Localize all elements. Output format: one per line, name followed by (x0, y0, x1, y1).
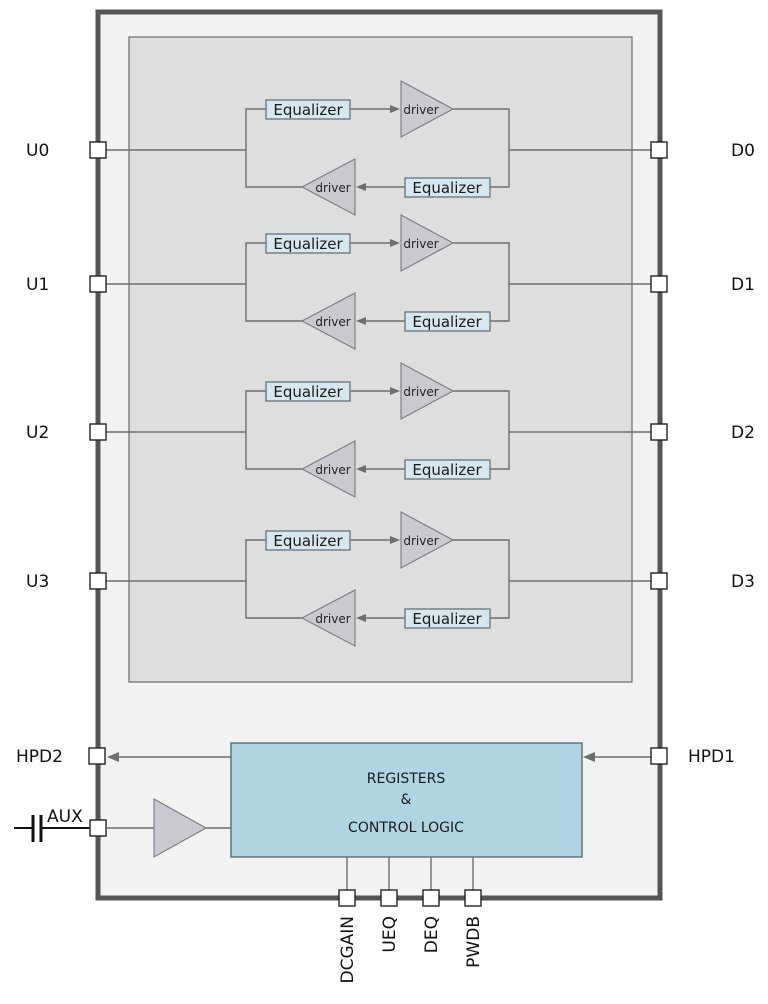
bottom-pin-2: DEQ (422, 857, 442, 953)
driver-triangle-icon (400, 80, 455, 138)
control-pin-label: UEQ (380, 916, 400, 953)
arrow-left-icon (356, 614, 366, 622)
control-pin (380, 889, 398, 907)
control-label-ampersand: & (401, 792, 412, 808)
left-pin (89, 141, 107, 159)
equalizer-label: Equalizer (273, 235, 343, 253)
lane-left-junction-wire (245, 242, 302, 322)
hpd2-label: HPD2 (16, 747, 63, 767)
driver-triangle-icon (300, 158, 356, 216)
right-pin-label: D3 (731, 572, 755, 592)
right-pin-label: D2 (731, 423, 755, 443)
driver-label: driver (315, 315, 350, 329)
control-pin (338, 889, 356, 907)
right-pin (650, 572, 668, 590)
bottom-pin-3: PWDB (464, 857, 484, 968)
bottom-pin-1: UEQ (380, 857, 400, 953)
driver-triangle-icon (300, 440, 356, 498)
left-pin (89, 423, 107, 441)
control-label-logic: CONTROL LOGIC (348, 820, 464, 836)
equalizer-label: Equalizer (273, 383, 343, 401)
lane-right-junction-wire (453, 242, 510, 322)
hpd2-pin (88, 747, 106, 765)
driver-label: driver (403, 534, 438, 548)
driver-label: driver (315, 463, 350, 477)
aux-buffer-icon (153, 798, 208, 858)
driver-triangle-icon (400, 511, 455, 569)
driver-label: driver (315, 612, 350, 626)
equalizer-label: Equalizer (273, 532, 343, 550)
arrow-right-icon (390, 105, 400, 113)
aux-pin (89, 819, 107, 837)
equalizer-label: Equalizer (412, 610, 482, 628)
left-pin-label: U2 (26, 423, 49, 443)
right-pin-label: D0 (731, 141, 755, 161)
arrow-right-icon (390, 536, 400, 544)
lane-right-junction-wire (453, 539, 510, 619)
driver-triangle-icon (400, 214, 455, 272)
equalizer-label: Equalizer (273, 101, 343, 119)
hpd1-arrow-icon (583, 752, 595, 762)
equalizer-label: Equalizer (412, 313, 482, 331)
driver-label: driver (403, 385, 438, 399)
driver-label: driver (315, 181, 350, 195)
control-logic-block (230, 742, 583, 858)
right-pin (650, 141, 668, 159)
driver-label: driver (403, 237, 438, 251)
lane-right-junction-wire (453, 390, 510, 470)
lane-left-junction-wire (245, 539, 302, 619)
driver-triangle-icon (300, 589, 356, 647)
driver-triangle-icon (400, 362, 455, 420)
left-pin (89, 275, 107, 293)
equalizer-label: Equalizer (412, 179, 482, 197)
hpd1-label: HPD1 (688, 747, 735, 767)
lane-right-junction-wire (453, 108, 510, 188)
hpd1-pin (650, 747, 668, 765)
datapath-panel (128, 36, 633, 683)
arrow-right-icon (390, 387, 400, 395)
left-pin-label: U3 (26, 572, 49, 592)
left-pin-label: U0 (26, 141, 49, 161)
bottom-pins: DCGAIN UEQ DEQ PWDB (338, 857, 484, 984)
control-pin-label: PWDB (464, 916, 484, 968)
right-pin-label: D1 (731, 275, 755, 295)
driver-triangle-icon (300, 292, 356, 350)
aux-label: AUX (47, 807, 83, 827)
control-pin (464, 889, 482, 907)
left-pin-label: U1 (26, 275, 49, 295)
control-pin-label: DEQ (422, 916, 442, 953)
right-pin (650, 423, 668, 441)
right-pin (650, 275, 668, 293)
control-pin-label: DCGAIN (338, 916, 358, 984)
arrow-left-icon (356, 183, 366, 191)
arrow-right-icon (390, 239, 400, 247)
control-label-registers: REGISTERS (367, 771, 446, 787)
left-pin (89, 572, 107, 590)
control-pin (422, 889, 440, 907)
lane-left-junction-wire (245, 108, 302, 188)
hpd2-arrow-icon (107, 752, 119, 762)
equalizer-label: Equalizer (412, 461, 482, 479)
driver-label: driver (403, 103, 438, 117)
lane-left-junction-wire (245, 390, 302, 470)
bottom-pin-0: DCGAIN (338, 857, 358, 984)
arrow-left-icon (356, 465, 366, 473)
arrow-left-icon (356, 317, 366, 325)
